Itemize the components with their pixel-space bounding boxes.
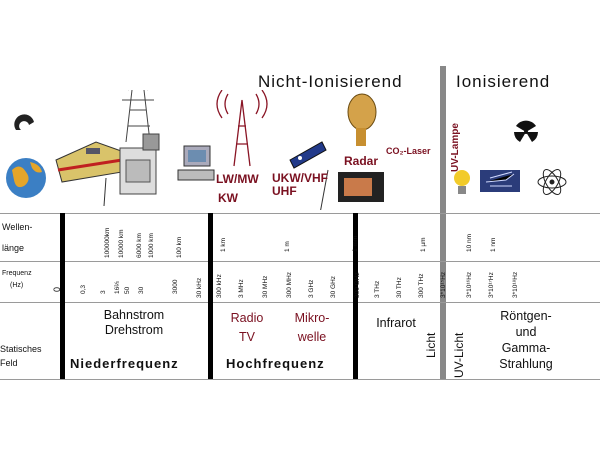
frequency-tick: 300 MHz <box>286 271 293 298</box>
wavelength-tick: 100 km <box>176 236 183 258</box>
group-niederfrequenz: Niederfrequenz <box>70 356 179 371</box>
band-roentgen-4: Strahlung <box>499 357 553 371</box>
row-label-wavelength: Wellen- <box>2 222 33 232</box>
label-radar: Radar <box>344 154 379 168</box>
frequency-tick: 3*10¹⁵Hz <box>440 271 447 298</box>
band-roentgen-3: Gamma- <box>501 341 551 355</box>
xray-hand-icon <box>480 170 520 192</box>
pointer-arrow <box>103 177 107 207</box>
label-uhf: UHF <box>272 184 297 198</box>
boundary-bar <box>353 213 358 379</box>
rule-wavelength <box>0 261 600 262</box>
microwave-icon <box>338 172 384 202</box>
light-bulb-icon <box>454 170 470 194</box>
row-label-static-2: Feld <box>0 358 18 368</box>
frequency-tick: 300 THz <box>418 273 425 298</box>
radio-tower-icon <box>216 90 268 167</box>
band-bahnstrom: Bahnstrom <box>103 308 165 322</box>
wavelength-tick: 6000 km <box>136 233 143 258</box>
band-drehstrom: Drehstrom <box>104 323 164 337</box>
boundary-bar <box>208 213 213 379</box>
frequency-tick: 30 kHz <box>196 277 203 298</box>
wavelength-tick: 1 km <box>220 237 227 252</box>
frequency-tick: 30 GHz <box>330 275 337 298</box>
ionizing-header: Ionisierend <box>456 72 551 91</box>
frequency-tick: 30 MHz <box>262 275 269 298</box>
rule-frequency <box>0 302 600 303</box>
band-uv-licht: UV-Licht <box>452 332 466 378</box>
band-roentgen-2: und <box>515 325 537 339</box>
globe-icon <box>6 158 46 198</box>
frequency-tick: 50 <box>124 286 131 294</box>
frequency-tick: 3 GHz <box>308 279 315 298</box>
frequency-tick: 3*10¹⁸Hz <box>512 271 519 298</box>
label-ukw: UKW/VHF <box>272 171 328 185</box>
group-hochfrequenz: Hochfrequenz <box>226 356 325 371</box>
frequency-tick: 30 THz <box>396 277 403 298</box>
band-mikro: Mikro- <box>294 311 330 325</box>
power-pylon-icon <box>122 90 154 143</box>
row-label-static: Statisches <box>0 344 42 354</box>
row-label-frequency-unit: (Hz) <box>10 282 24 289</box>
source-illustrations <box>6 90 567 210</box>
radar-dish-icon <box>347 93 377 146</box>
band-licht: Licht <box>424 332 438 358</box>
appliance-icon <box>119 133 160 195</box>
band-roentgen: Röntgen- <box>500 309 552 323</box>
train-icon <box>55 141 125 183</box>
frequency-tick: 16⅔ <box>114 281 121 294</box>
band-tv: TV <box>239 330 255 344</box>
wavelength-tick: 1 µm <box>420 237 427 252</box>
boundary-bar <box>60 213 65 379</box>
frequency-tick: 3*10¹⁶Hz <box>466 271 473 298</box>
label-uv-lamp: UV-Lampe <box>450 123 461 172</box>
band-welle: welle <box>297 330 327 344</box>
row-label-wavelength-2: länge <box>2 243 25 253</box>
rule-bottom <box>0 379 600 380</box>
frequency-tick: 3000 <box>172 279 179 294</box>
wavelength-tick: 1000 km <box>148 233 155 258</box>
frequency-tick: 3 <box>100 290 107 294</box>
non-ionizing-header: Nicht-Ionisierend <box>258 72 403 91</box>
label-lwmw: LW/MW <box>216 172 259 186</box>
wavelength-tick: 100000km <box>104 227 111 258</box>
frequency-tick: 3 THz <box>374 280 381 298</box>
row-label-frequency: Frequenz <box>2 270 32 277</box>
rule-top <box>0 213 600 214</box>
wavelength-tick: 10000 km <box>118 229 125 258</box>
frequency-tick: 30 <box>138 286 145 294</box>
label-kw: KW <box>218 191 238 205</box>
wavelength-tick: 10 nm <box>466 233 473 252</box>
frequency-tick: 300 GHz <box>354 272 361 298</box>
row-label-zero: 0 <box>52 286 62 292</box>
wavelength-tick: 1 mm <box>352 235 359 252</box>
wavelength-tick: 1 nm <box>490 237 497 252</box>
frequency-tick: 3*10¹⁷Hz <box>488 272 495 298</box>
wavelength-tick: 1 m <box>284 241 291 252</box>
pointer-arrow <box>320 169 329 210</box>
band-infrarot: Infrarot <box>376 316 416 330</box>
mobile-phone-icon <box>289 141 327 169</box>
magnet-icon <box>14 114 35 130</box>
frequency-tick: 300 kHz <box>216 274 223 298</box>
band-radio: Radio <box>230 311 264 325</box>
computer-icon <box>177 145 215 181</box>
frequency-tick: 0,3 <box>80 284 87 294</box>
radiation-icon <box>514 120 538 142</box>
frequency-tick: 3 MHz <box>238 279 245 298</box>
atom-icon <box>537 169 567 195</box>
label-co2-laser: CO₂-Laser <box>386 146 431 156</box>
ionization-divider <box>440 66 446 380</box>
